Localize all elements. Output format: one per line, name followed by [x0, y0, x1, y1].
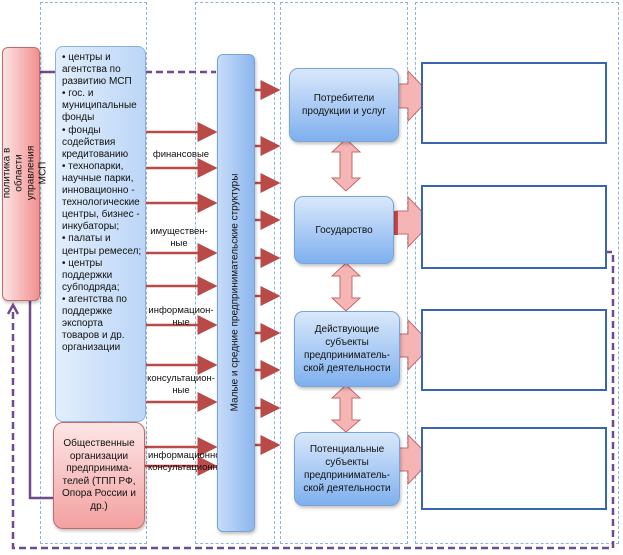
- flow-label-information: информацион-ные: [148, 305, 214, 328]
- double-arrow-1: [330, 138, 362, 192]
- policy-bar-label: Государственная политика в области управ…: [0, 133, 50, 212]
- entity-state: Государство: [294, 196, 394, 264]
- column-frame-4: [415, 2, 619, 544]
- entity-label: Потребители продукции и услуг: [302, 93, 386, 117]
- list-item: • агентства по поддержке экспорта товаро…: [62, 293, 127, 354]
- double-arrow-3: [330, 384, 362, 433]
- policy-to-org-line: [28, 299, 53, 500]
- output-box-2: [421, 185, 607, 269]
- double-arrow-2: [330, 262, 362, 312]
- list-item: • центры и агентства по развитию МСП: [62, 52, 132, 88]
- list-item: • гос. и муниципальные фонды: [62, 88, 137, 124]
- sme-structures-bar: [217, 54, 255, 532]
- entity-consumers: Потребители продукции и услуг: [289, 68, 399, 142]
- flow-label-consulting: консультацион-ные: [147, 373, 215, 396]
- column-frame-3: [280, 2, 408, 544]
- column-frame-1: [40, 2, 147, 544]
- entity-active-subjects: Действующие субъекты предприниматель-ско…: [294, 311, 400, 387]
- public-organizations-label: Общественные организации предпринима-тел…: [62, 438, 136, 512]
- entity-label: Действующие субъекты предприниматель-ско…: [303, 324, 391, 374]
- flow-label-property: имуществен-ные: [150, 226, 208, 249]
- list-item: • палаты и центры ремесел;: [62, 233, 142, 257]
- entity-label: Потенциальные субъекты предприниматель-с…: [303, 444, 391, 494]
- list-item: • фонды содействия кредитованию: [62, 124, 129, 160]
- list-item: • центры поддержки субподряда;: [62, 257, 120, 293]
- flow-label-financial: финансовые: [152, 149, 210, 160]
- policy-bar-label-wrap: Государственная политика в области управ…: [0, 47, 49, 299]
- flow-label-info-consult: информационно-консультационные: [148, 450, 230, 473]
- entity-potential-subjects: Потенциальные субъекты предприниматель-с…: [294, 432, 400, 506]
- public-organizations-box: Общественные организации предпринима-тел…: [53, 422, 145, 529]
- output-box-4: [421, 427, 607, 510]
- sme-structures-label: Малые и средние предпринимательские стру…: [229, 173, 241, 411]
- sme-structures-label-wrap: Малые и средние предпринимательские стру…: [217, 54, 253, 530]
- list-item: • технопарки, научные парки, инновационн…: [62, 160, 140, 233]
- feedback-line-bottom: [11, 250, 615, 550]
- entity-label: Государство: [315, 224, 373, 236]
- policy-bar: [2, 47, 40, 301]
- support-organizations-box: • центры и агентства по развитию МСП • г…: [55, 46, 146, 422]
- output-box-1: [421, 62, 607, 144]
- column-frame-2: [195, 2, 275, 544]
- feedback-arrowhead: [6, 302, 20, 315]
- output-box-3: [421, 309, 607, 391]
